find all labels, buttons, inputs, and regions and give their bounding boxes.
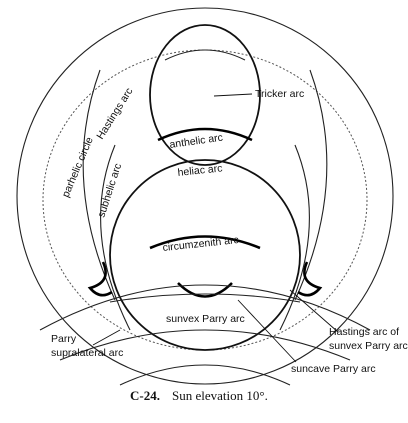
- suncave-parry-leader: [237, 299, 297, 363]
- subhelic-arc-curve: [100, 144, 131, 331]
- parhelic-circle-label: parhelic circle: [60, 135, 96, 199]
- subhelic-arc-label: subhelic arc: [95, 162, 124, 219]
- parhelic-circle-curve: [42, 49, 368, 351]
- hastings-sunvex-label-line1: Hastings arc of: [329, 326, 399, 338]
- anthelic-arc-curve: [157, 127, 253, 142]
- circumzenith-arc-curve: [149, 235, 261, 250]
- parry-supralateral-arc-right: [297, 261, 323, 297]
- sunvex-parry-arc-label: sunvex Parry arc: [166, 313, 245, 325]
- anthelic-arc-label: anthelic arc: [169, 132, 224, 151]
- lower-cross-arc-2: [59, 329, 351, 361]
- heliac-arc-label: heliac arc: [177, 162, 223, 179]
- circumzenith-arc-label: circumzenith arc: [162, 234, 239, 254]
- tricker-arc-curve: [164, 49, 246, 61]
- hastings-arc-label: Hastings arc: [94, 86, 135, 142]
- parry-supralateral-label-line2: supralateral arc: [51, 347, 123, 359]
- sunvex-parry-line: [109, 293, 301, 303]
- parry-supralateral-leader: [92, 329, 121, 346]
- parry-supralateral-arc-left: [87, 261, 113, 297]
- suncave-parry-arc-label: suncave Parry arc: [291, 363, 376, 375]
- hastings-sunvex-leader: [289, 289, 339, 333]
- anthelic-oval-curve: [149, 24, 261, 166]
- parry-supralateral-label-line1: Parry: [51, 333, 77, 345]
- outer-horizon-circle: [16, 7, 394, 385]
- caption-number: C-24.: [130, 388, 160, 403]
- heliac-arc-circle: [109, 159, 301, 351]
- tricker-arc-leader: [213, 93, 253, 97]
- tricker-arc-label: Tricker arc: [255, 88, 304, 100]
- caption-text: Sun elevation 10°.: [172, 388, 268, 403]
- hastings-arc-curve-right: [294, 69, 328, 301]
- subhelic-arc-curve-right: [279, 144, 310, 331]
- hastings-sunvex-label-line2: sunvex Parry arc: [329, 340, 408, 352]
- sunvex-parry-arc-curve: [177, 282, 233, 298]
- lower-cross-arc-1: [39, 284, 371, 331]
- lower-cross-arc-3: [119, 364, 291, 386]
- hastings-arc-curve: [82, 69, 116, 301]
